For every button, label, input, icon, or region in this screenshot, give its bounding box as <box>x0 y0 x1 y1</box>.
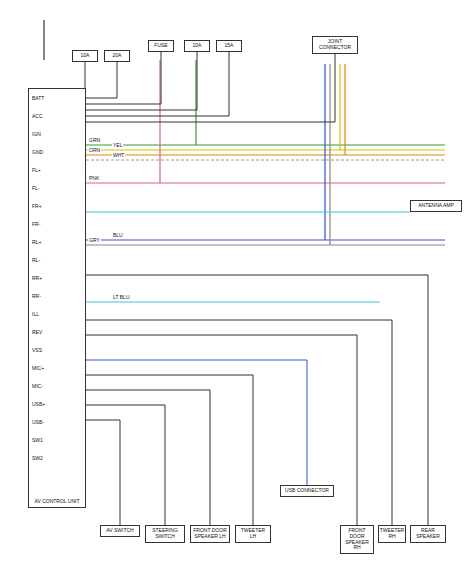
wire-color: WHT <box>112 153 125 159</box>
wire <box>86 239 445 240</box>
wire-color: YEL <box>112 143 123 149</box>
component-box: FRONT DOOR SPEAKER RH <box>340 525 374 554</box>
component-label: FRONT DOOR SPEAKER RH <box>343 528 371 551</box>
component-box: FUSE <box>148 40 174 52</box>
component-box: 20A <box>104 50 130 62</box>
component-box: 15A <box>216 40 242 52</box>
wire <box>86 301 380 302</box>
wire-connector <box>86 390 210 525</box>
pin-name: ACC <box>31 114 44 120</box>
wire-color: PNK <box>88 176 100 182</box>
wire-connector <box>86 375 253 525</box>
wire-connector <box>86 420 120 525</box>
wire <box>43 20 44 60</box>
wire <box>86 144 445 145</box>
wire-color: BLU <box>112 233 124 239</box>
wire-color: GRN <box>88 138 101 144</box>
component-box: ANTENNA AMP <box>410 200 462 212</box>
component-label: FUSE <box>154 43 167 49</box>
wire-color: LT BLU <box>112 295 131 301</box>
wire <box>344 64 345 155</box>
wire <box>339 64 340 150</box>
wire-connector <box>86 54 335 123</box>
wire-connector <box>86 360 307 485</box>
pin-name: FL+ <box>31 168 42 174</box>
component-label: TWEETER LH <box>238 528 268 540</box>
component-label: 20A <box>113 53 122 59</box>
pin-name: FR+ <box>31 204 43 210</box>
pin-name: SW1 <box>31 438 44 444</box>
wire-connector <box>86 335 357 525</box>
pin-name: IGN <box>31 132 42 138</box>
wire-connector <box>86 62 117 98</box>
wire <box>195 60 196 145</box>
component-box: STEERING SWITCH <box>145 525 185 543</box>
wire-color: ORN <box>88 148 101 154</box>
component-label: USB CONNECTOR <box>285 488 329 494</box>
component-box: 10A <box>184 40 210 52</box>
component-label: TWEETER RH <box>380 528 404 540</box>
wire <box>86 182 445 183</box>
component-label: REAR SPEAKER <box>413 528 443 540</box>
pin-name: ILL <box>31 312 40 318</box>
wire <box>329 64 330 245</box>
pin-name: RL- <box>31 258 41 264</box>
pin-name: MIC+ <box>31 366 45 372</box>
wire <box>86 154 445 155</box>
component-box: AV SWITCH <box>100 525 140 537</box>
wire-connector <box>86 405 165 525</box>
wire-connector <box>86 320 392 525</box>
pin-name: RL+ <box>31 240 42 246</box>
wire <box>324 64 325 240</box>
pin-name: VSS <box>31 348 43 354</box>
wire-connector <box>86 212 410 213</box>
wire <box>86 244 445 245</box>
component-box: JOINT CONNECTOR <box>312 36 358 54</box>
pin-name: FL- <box>31 186 41 192</box>
component-label: STEERING SWITCH <box>148 528 182 540</box>
component-box: FRONT DOOR SPEAKER LH <box>190 525 230 543</box>
component-box: USB CONNECTOR <box>280 485 334 497</box>
component-box: TWEETER RH <box>378 525 406 543</box>
component-label: ANTENNA AMP <box>418 203 454 209</box>
pin-name: FR- <box>31 222 41 228</box>
pin-name: RR- <box>31 294 42 300</box>
wire <box>86 159 445 160</box>
component-label: FRONT DOOR SPEAKER LH <box>193 528 227 540</box>
wire-connector <box>86 275 428 525</box>
pin-name: RR+ <box>31 276 43 282</box>
component-box: 10A <box>72 50 98 62</box>
component-label: 10A <box>81 53 90 59</box>
pin-name: REV <box>31 330 43 336</box>
component-label: 10A <box>193 43 202 49</box>
pin-name: BATT <box>31 96 45 102</box>
component-box: REAR SPEAKER <box>410 525 446 543</box>
wire-connector <box>86 52 197 110</box>
pin-name: MIC- <box>31 384 44 390</box>
component-label: AV CONTROL UNIT <box>34 499 79 505</box>
component-label: AV SWITCH <box>106 528 133 534</box>
pin-name: GND <box>31 150 44 156</box>
pin-name: USB+ <box>31 402 46 408</box>
component-label: JOINT CONNECTOR <box>315 39 355 51</box>
wire-color: GRY <box>88 238 101 244</box>
pin-name: SW2 <box>31 456 44 462</box>
component-box: TWEETER LH <box>235 525 271 543</box>
wire <box>86 149 445 150</box>
component-label: 15A <box>225 43 234 49</box>
pin-name: USB- <box>31 420 45 426</box>
